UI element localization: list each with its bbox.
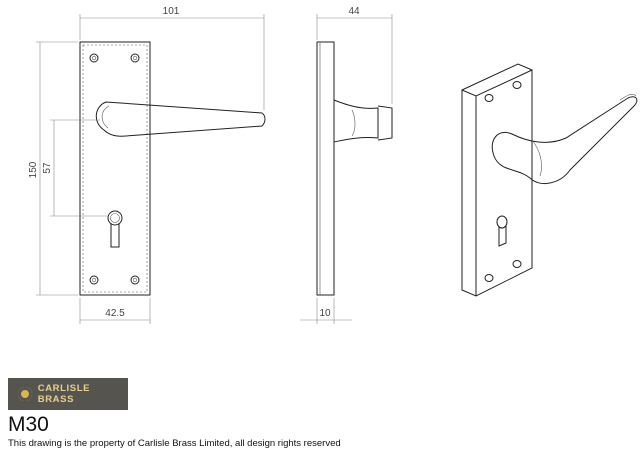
screw-holes (89, 53, 140, 285)
model-number: M30 (8, 413, 49, 436)
dim-front-width: 101 (163, 6, 180, 17)
brand-name: CARLISLE BRASS (37, 383, 91, 405)
brand-emblem-icon (18, 387, 32, 401)
front-dimension-lines (36, 14, 265, 324)
front-lever (95, 101, 266, 137)
side-backplate (316, 41, 335, 296)
dim-plate-width: 42.5 (105, 308, 125, 319)
front-backplate (79, 41, 151, 296)
rights-notice: This drawing is the property of Carlisle… (8, 438, 341, 449)
dim-side-depth: 44 (348, 6, 360, 17)
side-lever (333, 99, 379, 143)
front-view: 101 150 57 42.5 (28, 6, 266, 324)
isometric-view (461, 63, 638, 297)
dim-centres: 57 (42, 162, 53, 174)
dim-height: 150 (28, 161, 39, 178)
iso-keyhole (496, 215, 508, 247)
side-dimension-lines (300, 14, 393, 324)
iso-screw-holes (484, 81, 522, 282)
iso-lever (491, 96, 638, 185)
iso-backplate (461, 63, 533, 297)
dim-plate-thickness: 10 (319, 308, 331, 319)
side-view: 44 10 (300, 6, 393, 324)
front-keyhole (107, 210, 123, 248)
carlisle-brass-logo: CARLISLE BRASS (8, 378, 128, 410)
